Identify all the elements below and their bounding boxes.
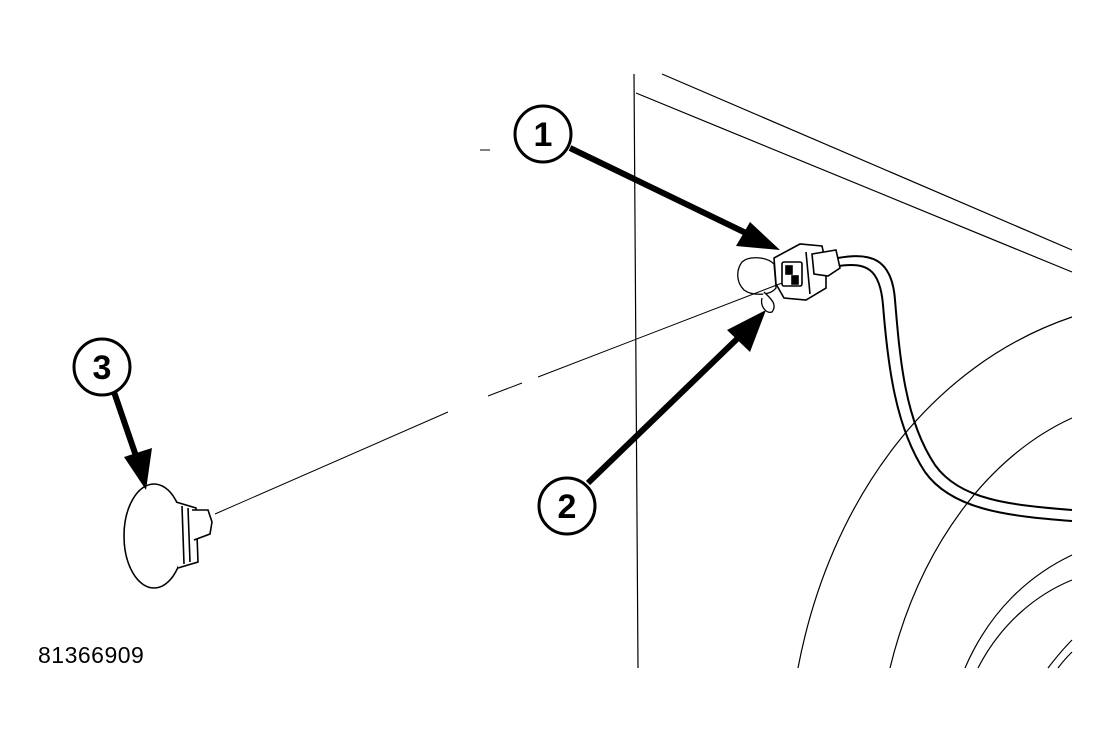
lamp-base-rib-1	[181, 505, 185, 565]
callout-1-label: 1	[534, 116, 553, 154]
panel-edge-top-outer	[661, 73, 1073, 251]
body-panel	[633, 73, 1073, 669]
connector-terminal-b	[791, 275, 799, 285]
side-marker-lamp	[123, 483, 213, 589]
callout-arrowheads	[124, 222, 780, 490]
wheel-arc-edge	[1047, 639, 1073, 669]
panel-edge-top-inner	[635, 92, 1073, 273]
alignment-segment-upper	[537, 282, 783, 378]
panel-edge-vertical	[633, 73, 639, 669]
callout-3: 3	[72, 337, 132, 397]
connector-rib	[805, 251, 811, 295]
lamp-stem	[192, 509, 213, 541]
leader-1	[568, 145, 750, 237]
wiring-connector	[773, 243, 841, 301]
lamp-base-rib-2	[187, 507, 191, 563]
alignment-line	[214, 149, 783, 515]
callout-leaders	[111, 145, 750, 486]
socket-tab	[760, 291, 775, 313]
arrowhead-1	[736, 222, 780, 250]
callout-1: 1	[513, 104, 573, 164]
wheel-arc-inner-2	[977, 579, 1073, 669]
wheel-arc-middle	[889, 417, 1073, 669]
lamp-socket	[737, 257, 777, 313]
harness-wire-upper	[837, 255, 1073, 511]
alignment-segment-lower	[214, 411, 449, 515]
wheel-arc-outer	[797, 316, 1073, 669]
arrowhead-2	[727, 310, 766, 352]
connector-terminal-a	[785, 265, 793, 275]
arrowhead-3	[124, 448, 152, 490]
leader-3	[111, 391, 139, 457]
wiring-harness	[837, 255, 1073, 522]
figure-id: 81366909	[38, 642, 145, 668]
callout-2-label: 2	[558, 488, 577, 526]
wheel-arc-inner	[964, 554, 1073, 669]
callout-3-label: 3	[93, 349, 112, 387]
callout-3-circle	[72, 337, 132, 397]
wheel-opening	[797, 316, 1073, 669]
callout-2-circle	[537, 476, 597, 536]
harness-wire-lower	[837, 264, 1073, 522]
socket-body	[737, 257, 777, 295]
callout-1-circle	[513, 104, 573, 164]
wheel-arc-edge-2	[1057, 651, 1073, 669]
connector-latch	[811, 249, 841, 277]
lamp-lens	[123, 483, 185, 589]
leader-2	[585, 335, 741, 486]
alignment-segment-gap	[487, 382, 523, 397]
callout-2: 2	[537, 476, 597, 536]
